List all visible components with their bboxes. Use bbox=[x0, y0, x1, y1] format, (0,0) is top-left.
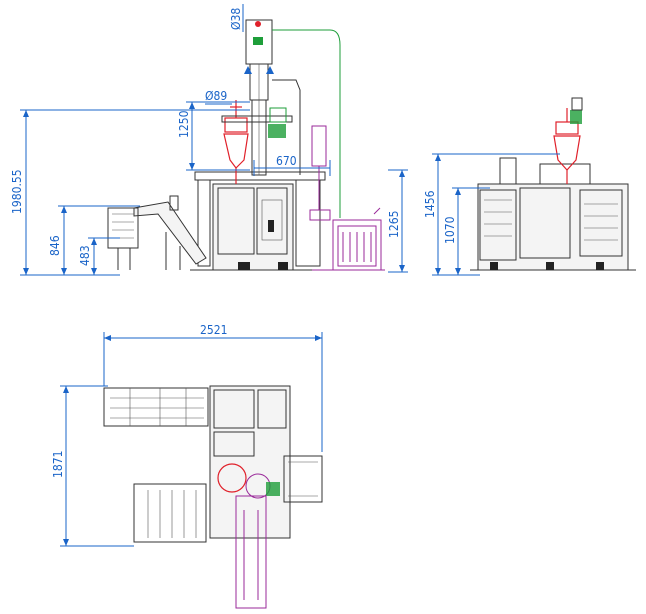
dim-front-pipe-dia: Ø38 bbox=[229, 8, 243, 30]
dim-front-conveyor-low: 483 bbox=[78, 245, 92, 266]
top-vacuum-unit bbox=[235, 495, 267, 609]
front-dimensions: 1980.55 846 483 1250 670 Ø89 Ø38 bbox=[10, 4, 408, 276]
dim-top-depth: 1871 bbox=[51, 451, 65, 478]
dim-side-table-height: 1070 bbox=[443, 216, 457, 244]
front-conveyor bbox=[107, 195, 207, 270]
top-incline-conveyor bbox=[133, 483, 207, 543]
dim-front-offset: 670 bbox=[276, 154, 297, 168]
dim-front-right-height: 1265 bbox=[387, 211, 401, 238]
top-view: 2521 1871 bbox=[51, 323, 323, 609]
front-vacuum-unit bbox=[309, 125, 385, 271]
front-filler-hopper bbox=[223, 100, 249, 184]
dim-top-width: 2521 bbox=[200, 323, 227, 337]
top-conveyor bbox=[103, 387, 209, 427]
dim-front-hopper-height: 1250 bbox=[177, 110, 191, 138]
dim-front-total-height: 1980.55 bbox=[10, 169, 24, 214]
front-feed-pipe bbox=[272, 29, 341, 218]
dim-front-conveyor-height: 846 bbox=[48, 235, 62, 256]
top-main-body bbox=[209, 385, 291, 539]
side-cabinet bbox=[477, 183, 629, 271]
dim-front-hopper-dia: Ø89 bbox=[205, 89, 227, 103]
side-view: 1456 1070 bbox=[423, 97, 636, 276]
front-main-cabinet bbox=[212, 183, 294, 271]
front-view: 1980.55 846 483 1250 670 Ø89 Ø38 bbox=[10, 4, 408, 276]
side-filler-hopper bbox=[553, 108, 581, 184]
dim-side-height: 1456 bbox=[423, 190, 437, 218]
top-filler-circle bbox=[217, 463, 247, 493]
